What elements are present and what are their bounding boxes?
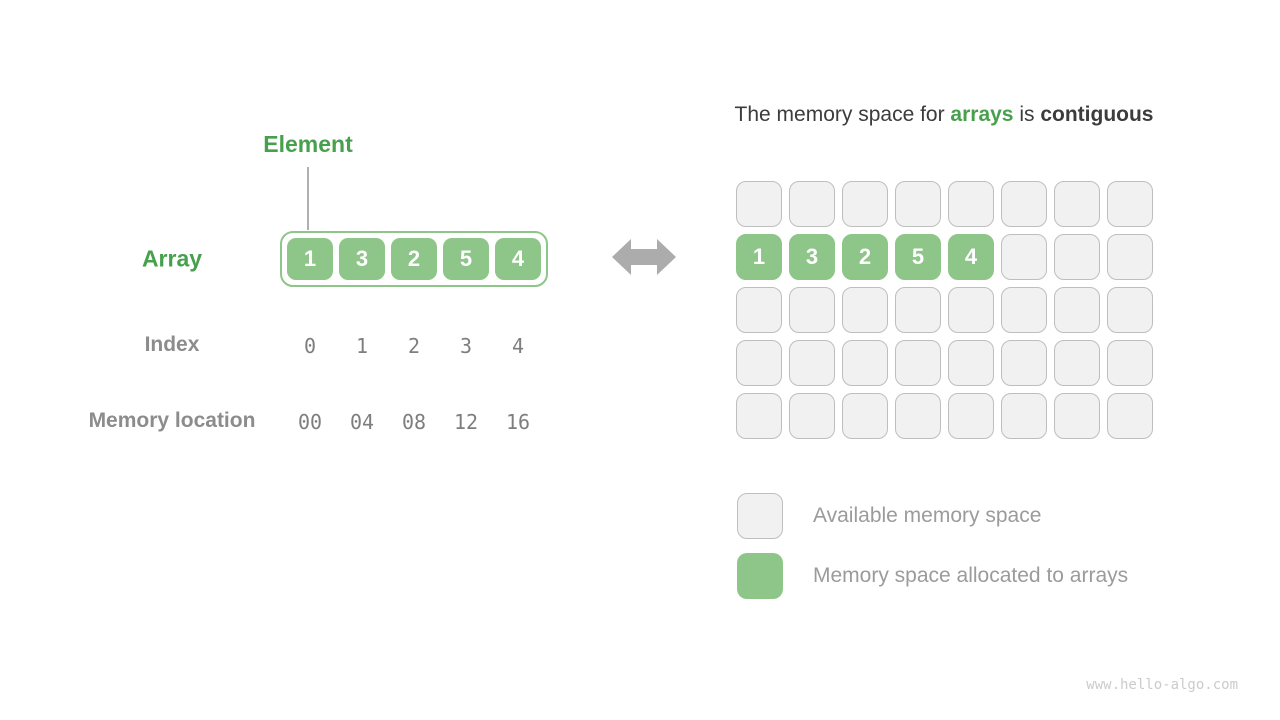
watermark: www.hello-algo.com <box>1086 677 1238 693</box>
memory-cell-available <box>736 287 782 333</box>
figure-title: The memory space for arrays is contiguou… <box>735 103 1154 127</box>
title-highlight-arrays: arrays <box>950 103 1014 126</box>
array-cell: 1 <box>287 238 333 280</box>
element-label: Element <box>263 131 353 157</box>
array-label: Array <box>141 245 203 272</box>
index-value: 2 <box>407 334 421 358</box>
legend-label: Memory space allocated to arrays <box>813 564 1129 587</box>
index-row: 0 1 2 3 4 <box>284 334 544 358</box>
memory-location-value: 04 <box>349 410 375 434</box>
memory-cell-available <box>1054 393 1100 439</box>
legend-row: Available memory space <box>737 493 1128 539</box>
index-label: Index <box>144 333 200 356</box>
memory-cell-available <box>842 287 888 333</box>
title-bold-contiguous: contiguous <box>1040 103 1154 126</box>
memory-cell-available <box>895 340 941 386</box>
memory-cell-available <box>1107 181 1153 227</box>
memory-cell-allocated: 4 <box>948 234 994 280</box>
memory-cell-available <box>948 340 994 386</box>
legend-swatch-available <box>737 493 783 539</box>
title-prefix: The memory space for <box>734 103 951 126</box>
memory-cell-allocated: 3 <box>789 234 835 280</box>
memory-cell-available <box>1001 340 1047 386</box>
memory-cell-allocated: 1 <box>736 234 782 280</box>
memory-cell-available <box>736 340 782 386</box>
memory-cell-available <box>789 340 835 386</box>
index-value: 4 <box>511 334 525 358</box>
memory-cell-available <box>1054 181 1100 227</box>
memory-cell-available <box>1107 393 1153 439</box>
index-value: 3 <box>459 334 473 358</box>
title-middle: is <box>1013 103 1041 126</box>
memory-cell-available <box>789 393 835 439</box>
memory-cell-available <box>895 287 941 333</box>
memory-cell-available <box>1054 340 1100 386</box>
memory-location-label: Memory location <box>88 409 256 432</box>
array-cell: 5 <box>443 238 489 280</box>
index-value: 0 <box>303 334 317 358</box>
memory-location-value: 16 <box>505 410 531 434</box>
memory-cell-available <box>948 181 994 227</box>
memory-cell-available <box>789 287 835 333</box>
memory-cell-available <box>948 287 994 333</box>
memory-cell-available <box>895 393 941 439</box>
memory-cell-allocated: 5 <box>895 234 941 280</box>
legend-swatch-allocated <box>737 553 783 599</box>
memory-cell-available <box>1001 234 1047 280</box>
memory-cell-available <box>1054 234 1100 280</box>
memory-cell-available <box>1001 393 1047 439</box>
memory-cell-available <box>842 181 888 227</box>
memory-cell-available <box>895 181 941 227</box>
index-value: 1 <box>355 334 369 358</box>
memory-cell-available <box>1054 287 1100 333</box>
memory-cell-available <box>948 393 994 439</box>
memory-cell-available <box>1107 234 1153 280</box>
memory-cell-available <box>1107 340 1153 386</box>
memory-cell-available <box>842 340 888 386</box>
memory-cell-available <box>736 181 782 227</box>
element-pointer-line <box>307 167 309 230</box>
legend-label: Available memory space <box>813 504 1042 527</box>
memory-cell-available <box>789 181 835 227</box>
memory-location-row: 00 04 08 12 16 <box>284 410 544 434</box>
array-cell: 3 <box>339 238 385 280</box>
memory-cell-available <box>1001 287 1047 333</box>
array-cell: 2 <box>391 238 437 280</box>
memory-cell-available <box>1001 181 1047 227</box>
memory-cell-available <box>736 393 782 439</box>
array-cell: 4 <box>495 238 541 280</box>
memory-cell-available <box>842 393 888 439</box>
memory-location-value: 08 <box>401 410 427 434</box>
memory-location-value: 12 <box>453 410 479 434</box>
double-arrow-icon <box>612 239 676 275</box>
legend-row: Memory space allocated to arrays <box>737 553 1128 599</box>
memory-location-value: 00 <box>297 410 323 434</box>
memory-cell-allocated: 2 <box>842 234 888 280</box>
memory-cell-available <box>1107 287 1153 333</box>
